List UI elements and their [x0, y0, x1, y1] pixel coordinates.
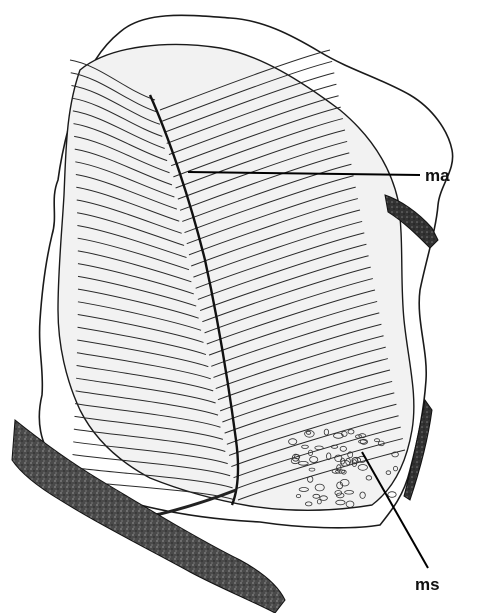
label-ms: ms — [415, 575, 440, 594]
cell — [388, 492, 396, 498]
label-ma: ma — [425, 166, 450, 185]
